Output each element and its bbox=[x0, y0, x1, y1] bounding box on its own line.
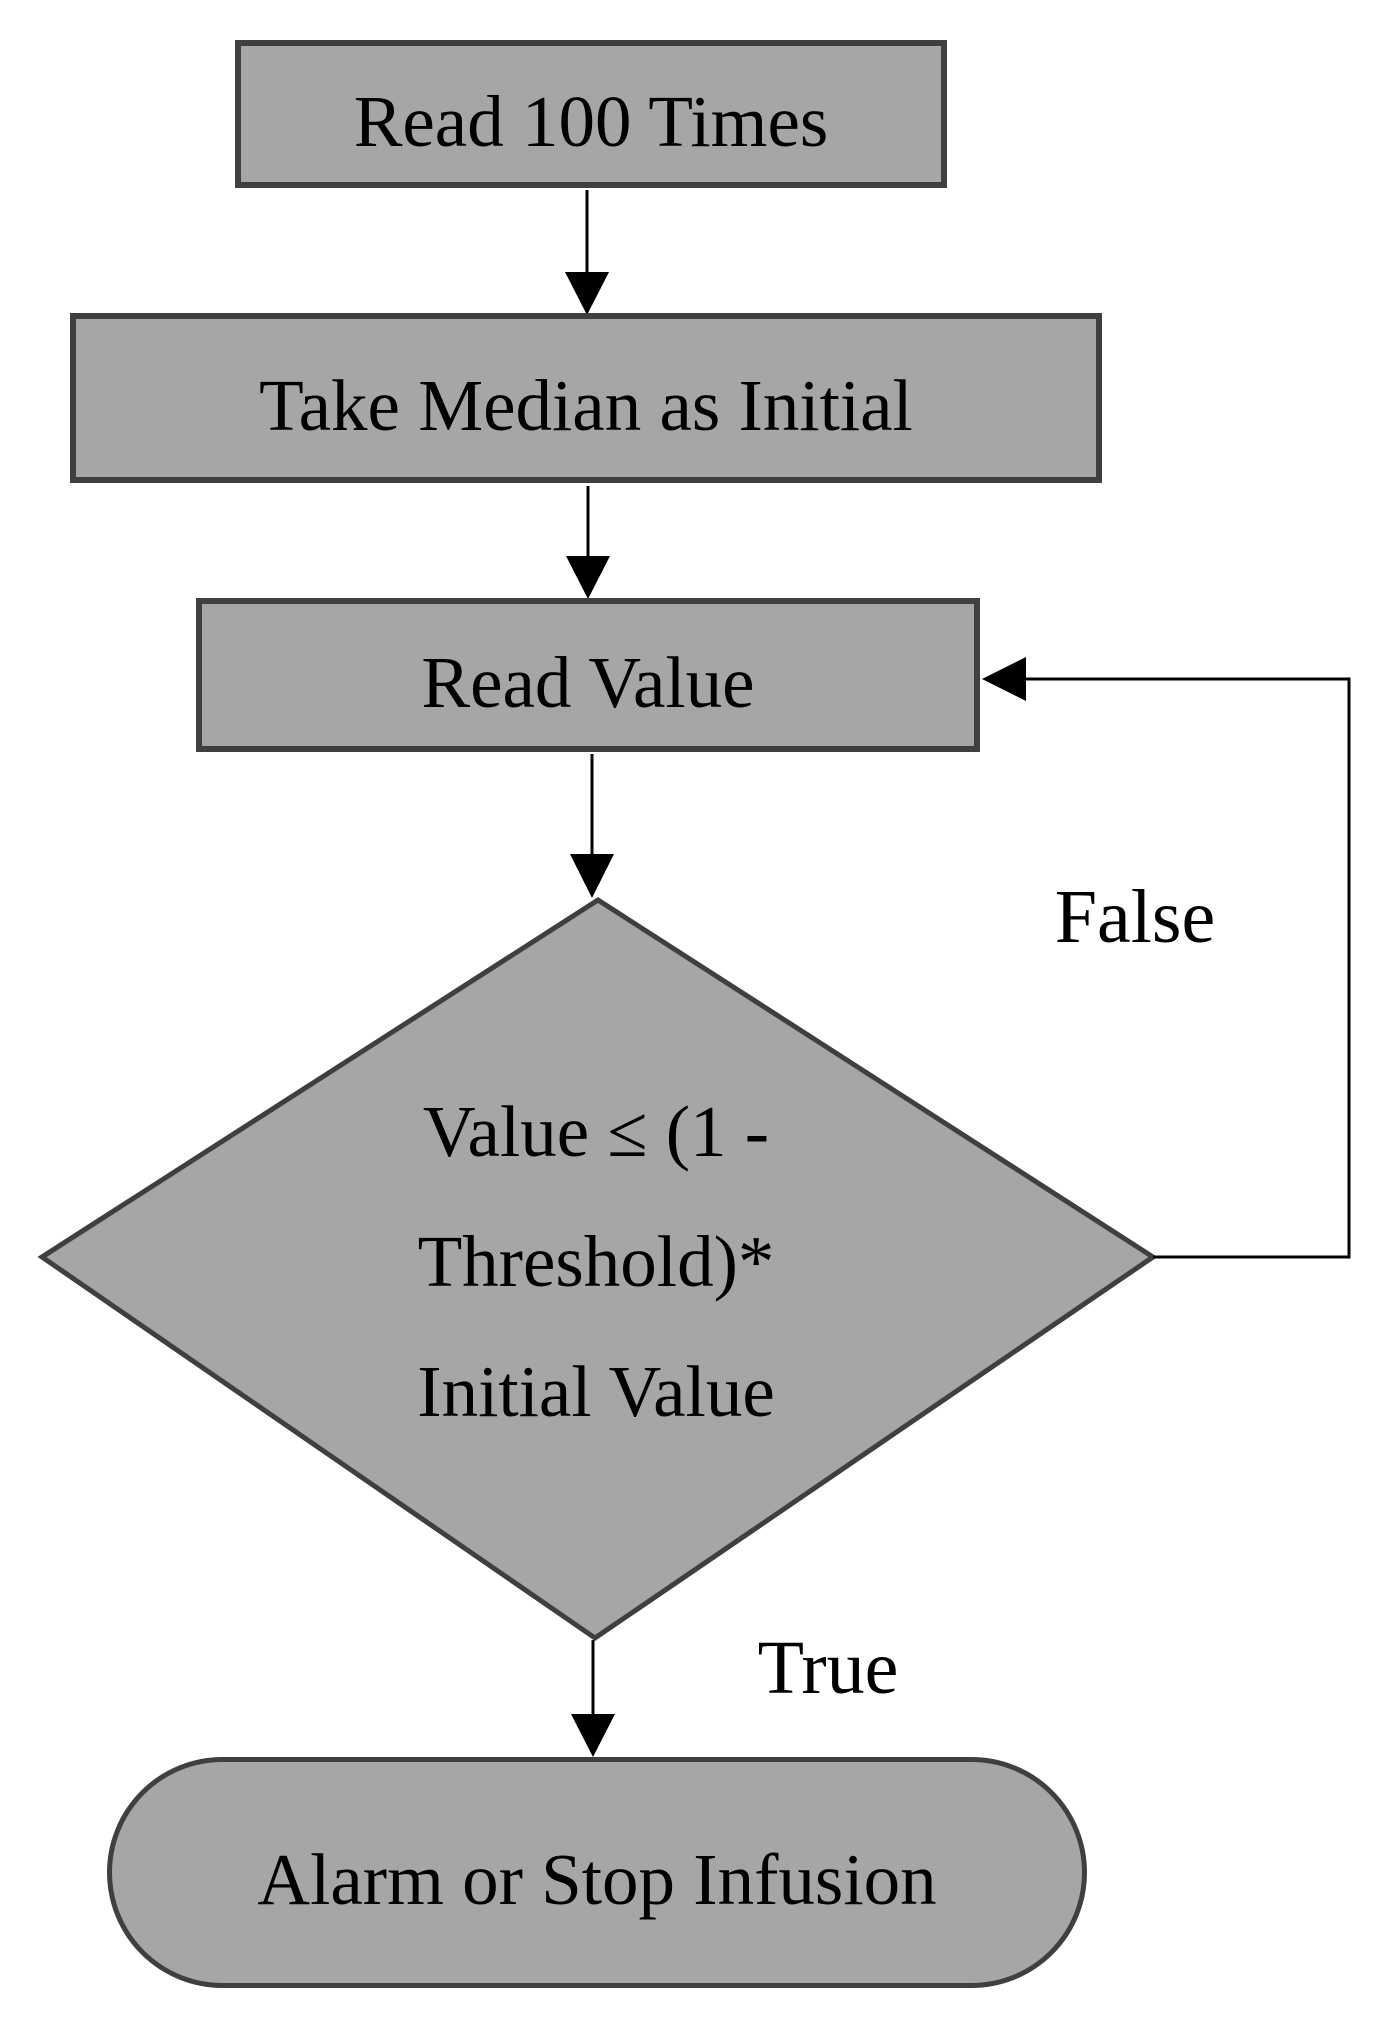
node-decision-label: Value ≤ (1 - Threshold)* Initial Value bbox=[417, 1067, 774, 1457]
decision-diamond-shape bbox=[37, 897, 1158, 1642]
edge-label-false: False bbox=[1054, 875, 1216, 959]
node-label: Read 100 Times bbox=[353, 80, 829, 162]
node-read-value: Read Value bbox=[196, 598, 980, 752]
node-label: Take Median as Initial bbox=[259, 364, 913, 446]
decision-label-line-1: Value ≤ (1 - bbox=[422, 1091, 770, 1172]
arrowhead-down-icon bbox=[570, 854, 614, 898]
arrowhead-down-icon bbox=[566, 556, 610, 599]
node-label: Alarm or Stop Infusion bbox=[257, 1839, 937, 1921]
node-label: Read Value bbox=[421, 641, 755, 723]
arrowhead-down-icon bbox=[565, 272, 609, 315]
decision-label-line-2: Threshold)* bbox=[417, 1221, 775, 1302]
node-alarm-or-stop-infusion: Alarm or Stop Infusion bbox=[107, 1757, 1087, 1988]
decision-label-line-3: Initial Value bbox=[417, 1351, 775, 1432]
arrowhead-left-icon bbox=[982, 657, 1026, 701]
edge-decision-readvalue-false-loop bbox=[1026, 677, 1351, 1259]
node-read-100-times: Read 100 Times bbox=[235, 40, 947, 188]
node-take-median-as-initial: Take Median as Initial bbox=[70, 313, 1102, 483]
edge-label-true: True bbox=[757, 1626, 899, 1710]
arrowhead-down-icon bbox=[571, 1714, 615, 1757]
